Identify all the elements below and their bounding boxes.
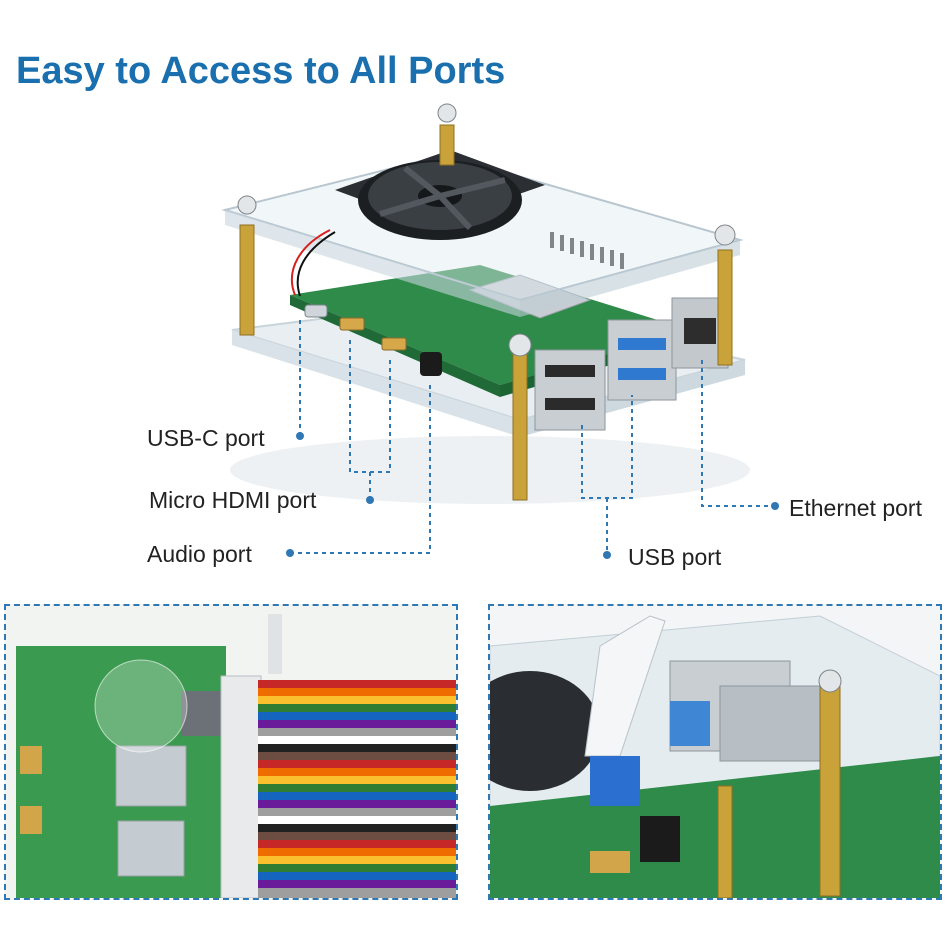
callout-ethernet: Ethernet port xyxy=(789,495,922,521)
page-title: Easy to Access to All Ports xyxy=(16,50,506,92)
callout-usb: USB port xyxy=(628,544,722,570)
callout-audio: Audio port xyxy=(147,541,252,567)
callout-usb-c: USB-C port xyxy=(147,425,265,451)
camera-ribbon-cable-detail xyxy=(488,604,942,900)
callout-micro-hdmi: Micro HDMI port xyxy=(149,487,317,513)
gpio-ribbon-cable-detail xyxy=(4,604,458,900)
